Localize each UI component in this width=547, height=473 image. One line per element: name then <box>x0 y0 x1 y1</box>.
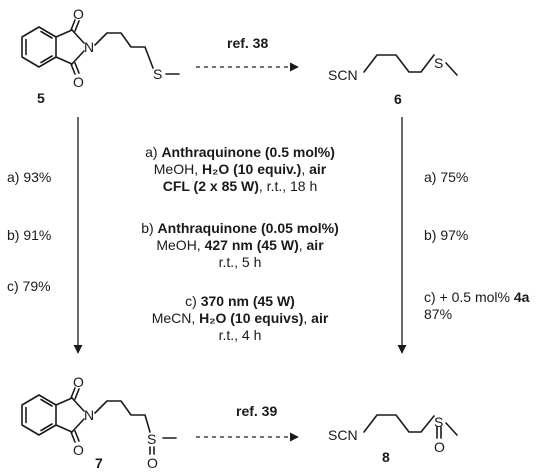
atom-s-7: S <box>147 431 156 447</box>
compound-label-6: 6 <box>394 91 402 107</box>
condition-a-line3: CFL (2 x 85 W), r.t., 18 h <box>163 178 318 194</box>
compound-5-structure <box>21 19 180 75</box>
right-yield-c-line2: 87% <box>424 306 452 322</box>
atom-o-7-bottom: O <box>73 442 84 458</box>
right-yield-b: b) 97% <box>424 227 468 243</box>
atom-o-5-bottom: O <box>73 74 84 90</box>
compound-label-7: 7 <box>95 455 103 471</box>
atom-scn-6: SCN <box>328 67 358 83</box>
condition-c-line1: c) 370 nm (45 W) <box>185 293 295 309</box>
left-yield-c: c) 79% <box>7 278 51 294</box>
atom-n-7: N <box>84 407 94 423</box>
atom-n-5: N <box>84 39 94 55</box>
atom-s-8: S <box>434 414 443 430</box>
ref-bottom-label: ref. 39 <box>236 403 277 419</box>
right-yield-c-line1: c) + 0.5 mol% 4a <box>424 289 530 305</box>
compound-8-structure <box>363 414 458 439</box>
condition-c-line3: r.t., 4 h <box>219 327 262 343</box>
atom-o-5-top: O <box>73 6 84 22</box>
atom-o-7-top: O <box>73 374 84 390</box>
left-yield-a: a) 93% <box>7 169 51 185</box>
condition-b-line1: b) Anthraquinone (0.05 mol%) <box>141 220 339 236</box>
compound-label-8: 8 <box>382 449 390 465</box>
condition-b-line3: r.t., 5 h <box>219 254 262 270</box>
left-yield-b: b) 91% <box>7 227 51 243</box>
condition-b-line2: MeOH, 427 nm (45 W), air <box>156 237 324 253</box>
atom-scn-8: SCN <box>328 427 358 443</box>
atom-o-7-sulfoxide: O <box>147 455 158 471</box>
atom-s-5: S <box>153 66 162 82</box>
compound-6-structure <box>363 54 458 76</box>
compound-7-structure <box>21 387 177 455</box>
condition-c-line2: MeCN, H₂O (10 equivs), air <box>152 310 329 326</box>
atom-o-8-sulfoxide: O <box>434 439 445 455</box>
ref-top-label: ref. 38 <box>227 35 268 51</box>
condition-a-line1: a) Anthraquinone (0.5 mol%) <box>145 144 335 160</box>
right-yield-a: a) 75% <box>424 169 468 185</box>
atom-s-6: S <box>434 55 443 71</box>
condition-a-line2: MeOH, H₂O (10 equiv.), air <box>154 161 327 177</box>
compound-label-5: 5 <box>37 90 45 106</box>
